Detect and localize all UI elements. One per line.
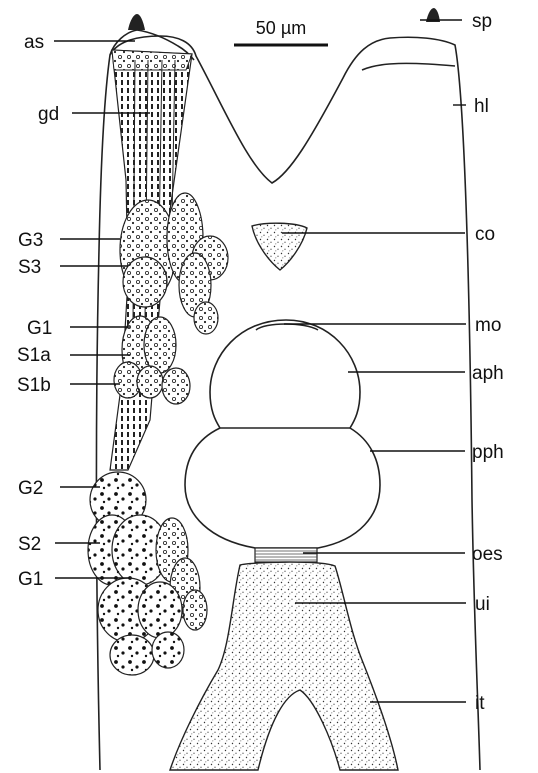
label-ui: ui	[475, 594, 490, 615]
label-co: co	[475, 224, 495, 245]
scale-bar: 50 µm	[234, 18, 328, 45]
intestine	[170, 562, 398, 770]
anterior-pharynx	[210, 320, 360, 428]
cerebral-organ	[252, 223, 307, 270]
label-G3: G3	[18, 230, 43, 251]
label-sp: sp	[472, 11, 492, 32]
scale-bar-label: 50 µm	[256, 18, 306, 38]
label-S1a: S1a	[17, 345, 51, 366]
label-it: it	[475, 693, 485, 714]
label-G1-bottom: G1	[18, 569, 43, 590]
label-as: as	[24, 32, 44, 53]
label-G2: G2	[18, 478, 43, 499]
gland-lobes-lower	[88, 472, 207, 675]
posterior-pharynx	[185, 428, 380, 548]
sensory-papilla	[362, 8, 455, 70]
label-pph: pph	[472, 442, 504, 463]
label-hl: hl	[474, 96, 489, 117]
label-S2: S2	[18, 534, 41, 555]
label-gd: gd	[38, 104, 59, 125]
label-aph: aph	[472, 363, 504, 384]
label-G1-top: G1	[27, 318, 52, 339]
label-S1b: S1b	[17, 375, 51, 396]
label-mo: mo	[475, 315, 501, 336]
gland-lobes-middle	[114, 316, 190, 404]
label-oes: oes	[472, 544, 503, 565]
oesophagus	[255, 548, 317, 562]
label-S3: S3	[18, 257, 41, 278]
